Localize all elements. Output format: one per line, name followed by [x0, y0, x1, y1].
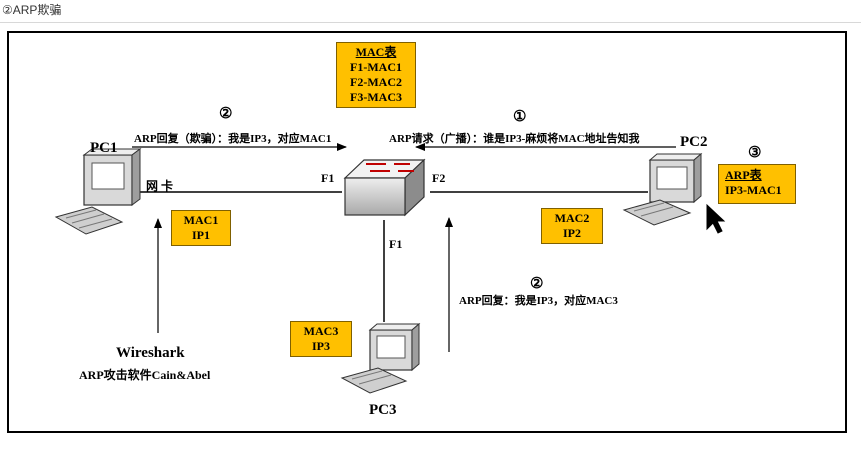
- pc3-address-box: MAC3 IP3: [290, 321, 352, 357]
- pc2-ip: IP2: [563, 226, 581, 240]
- pc2-name: PC2: [680, 134, 708, 150]
- attacker-desc: ARP攻击软件Cain&Abel: [79, 368, 211, 382]
- pc1-address-box: MAC1 IP1: [171, 210, 231, 246]
- switch-port-left: F1: [321, 171, 335, 185]
- section-heading: ②ARP欺骗: [2, 3, 62, 17]
- step-number-right: ①: [513, 109, 527, 125]
- pc1-ip: IP1: [192, 228, 210, 242]
- pc3-computer-icon: [340, 322, 421, 394]
- switch-port-right: F2: [432, 171, 446, 185]
- pc1-mac: MAC1: [183, 213, 219, 227]
- pc3-mac: MAC3: [303, 324, 339, 338]
- arp-table-row: IP3-MAC1: [725, 183, 782, 197]
- broadcast-request-label: ARP请求（广播）：谁是IP3-麻烦将MAC地址告知我: [389, 133, 640, 145]
- arp-table-title: ARP表: [725, 168, 762, 182]
- pc3-name: PC3: [369, 402, 397, 418]
- arp-table-box: ARP表 IP3-MAC1: [718, 164, 796, 204]
- pc1-computer-icon: [54, 148, 142, 235]
- switch-port-bottom: F1: [389, 237, 403, 251]
- pc3-ip: IP3: [312, 339, 330, 353]
- step-number-left: ②: [219, 106, 233, 122]
- pc2-mac: MAC2: [554, 211, 590, 225]
- mac-table-row: F3-MAC3: [350, 90, 402, 104]
- step-number-arp: ③: [748, 145, 762, 161]
- pc3-reply-label: ARP回复：我是IP3，对应MAC3: [459, 295, 618, 307]
- mac-table-row: F1-MAC1: [350, 60, 402, 74]
- nic-label: 网卡: [146, 179, 177, 193]
- mouse-cursor-icon: [706, 203, 726, 234]
- spoof-reply-label: ARP回复（欺骗）：我是IP3，对应MAC1: [134, 133, 332, 145]
- diagram-frame: [7, 31, 847, 433]
- heading-divider: [0, 22, 861, 23]
- step-number-bottom: ②: [530, 276, 544, 292]
- pc1-name: PC1: [90, 140, 118, 156]
- attacker-tool: Wireshark: [116, 345, 185, 361]
- mac-table-row: F2-MAC2: [350, 75, 402, 89]
- mac-table-title: MAC表: [355, 45, 397, 59]
- switch-icon: [343, 158, 426, 217]
- mac-table-box: MAC表 F1-MAC1 F2-MAC2 F3-MAC3: [336, 42, 416, 108]
- pc2-address-box: MAC2 IP2: [541, 208, 603, 244]
- pc2-computer-icon: [622, 152, 703, 226]
